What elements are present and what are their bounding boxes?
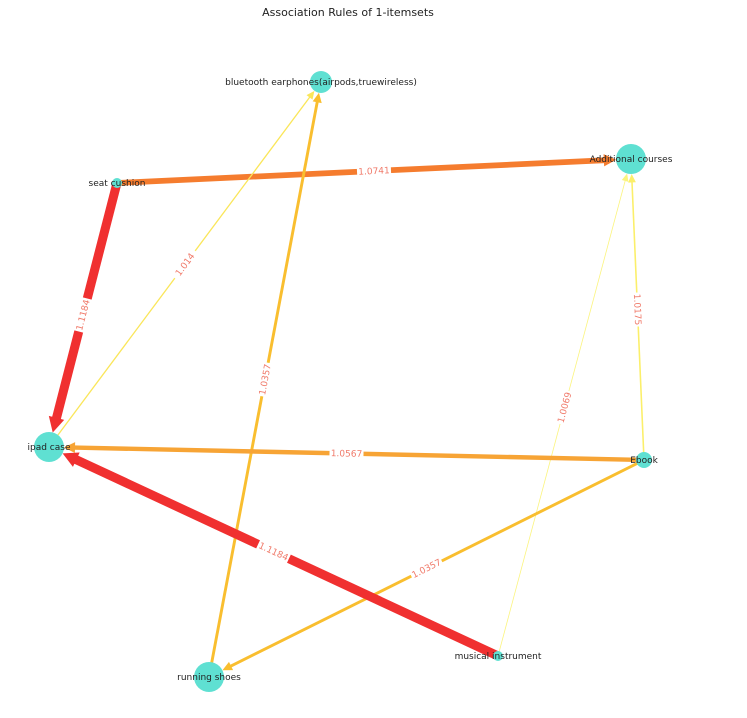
edge-label-background: [408, 555, 445, 582]
node-label-running: running shoes: [177, 673, 241, 683]
edge-label-background: [255, 538, 292, 565]
edge-arrowhead-ebook-additional: [628, 173, 636, 183]
edge-label-group: 1.0175: [630, 292, 645, 327]
edge-label-group: 1.1184: [72, 297, 94, 333]
edge-lift-label: 1.0175: [631, 294, 642, 326]
edge-label-group: 1.1184: [255, 538, 292, 565]
node-label-musical: musical instrument: [455, 652, 542, 662]
node-label-ebook: Ebook: [630, 456, 658, 466]
node-label-bluetooth: bluetooth earphones(airpods,truewireless…: [225, 78, 417, 88]
node-seat: [112, 178, 122, 188]
edge-lift-label: 1.0357: [258, 363, 274, 396]
edge-label-background: [255, 361, 275, 398]
node-ebook: [636, 452, 652, 468]
edge-arrowhead-musical-additional: [621, 173, 629, 182]
edge-label-background: [630, 292, 645, 327]
edge-arrowhead-ebook-ipad: [63, 442, 76, 454]
edge-arrowhead-ebook-running: [222, 661, 234, 671]
node-additional: [616, 144, 646, 174]
edge-arrowhead-ipad-bluetooth: [306, 90, 315, 100]
edge-label-group: 1.0069: [554, 389, 575, 426]
node-label-seat: seat cushion: [89, 179, 146, 189]
edge-label-background: [356, 164, 392, 178]
edge-arrowhead-running-bluetooth: [312, 92, 322, 104]
edge-label-background: [554, 389, 575, 426]
edge-labels-layer: 1.0741 1.1184 1.014 1.0357 1.0175 1.0069 1.056…: [72, 164, 645, 582]
edge-lift-label: 1.1184: [257, 541, 290, 563]
edge-label-background: [170, 247, 200, 282]
edge-label-group: 1.0741: [356, 164, 392, 178]
edge-label-group: 1.0567: [329, 447, 364, 460]
chart-title: Association Rules of 1-itemsets: [262, 6, 434, 19]
edge-arrowhead-seat-ipad: [48, 415, 65, 433]
node-label-additional: Additional courses: [590, 155, 673, 165]
edge-lift-label: 1.0567: [331, 449, 363, 460]
nodes-layer: [34, 71, 652, 692]
edge-label-background: [329, 447, 364, 460]
edge-arrowhead-seat-additional: [603, 154, 617, 167]
node-running: [194, 662, 224, 692]
edge-label-group: 1.0357: [255, 361, 275, 398]
node-labels-layer: bluetooth earphones(airpods,truewireless…: [28, 78, 673, 683]
node-musical: [493, 651, 503, 661]
edge-label-group: 1.014: [170, 247, 200, 282]
node-label-ipad: ipad case: [28, 443, 71, 453]
edge-label-group: 1.0357: [408, 555, 445, 582]
edge-lift-label: 1.0741: [358, 166, 390, 177]
edge-arrowhead-musical-ipad: [62, 452, 80, 467]
edge-label-background: [72, 297, 94, 333]
edge-lift-label: 1.1184: [75, 298, 93, 331]
node-ipad: [34, 432, 64, 462]
node-bluetooth: [310, 71, 332, 93]
edge-lift-label: 1.0357: [411, 558, 444, 581]
